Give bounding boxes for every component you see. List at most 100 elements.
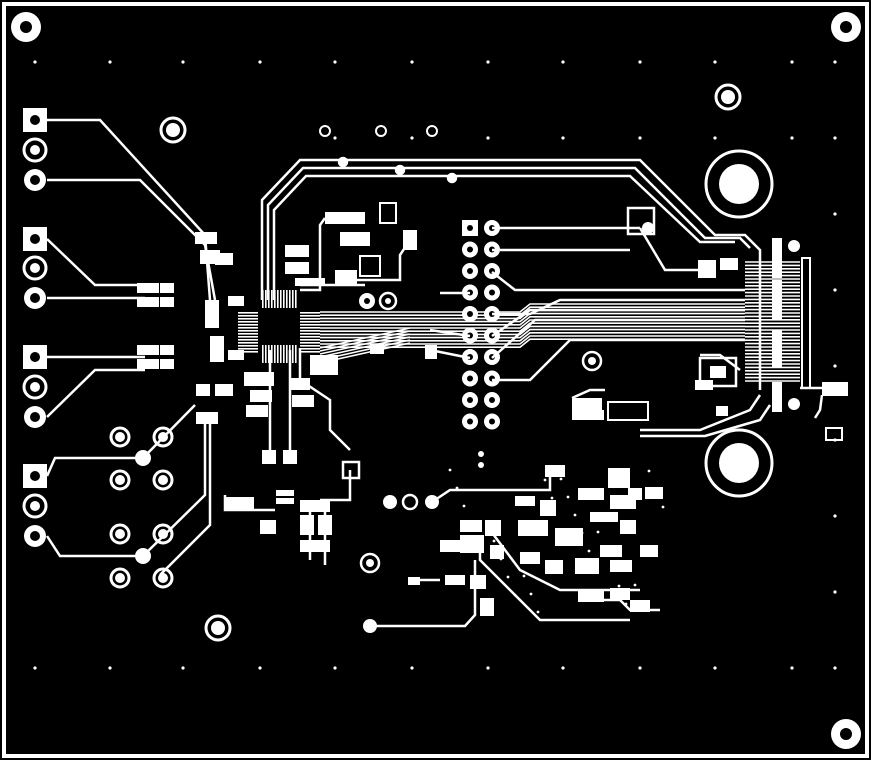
via-dot <box>486 666 490 670</box>
smd-pad <box>695 380 713 390</box>
smd-pad <box>518 520 548 536</box>
ic-pin <box>238 330 258 332</box>
top-traces <box>260 156 762 390</box>
smd-pad <box>640 545 658 557</box>
ic-pin <box>300 330 320 332</box>
smd-pad <box>610 588 630 600</box>
small-via <box>624 602 628 606</box>
smd-pad <box>620 520 636 534</box>
small-via <box>640 601 644 605</box>
via-dot <box>258 666 262 670</box>
via-dot <box>790 60 794 64</box>
ic-pin <box>265 290 267 308</box>
smd-pad <box>545 465 565 477</box>
small-via <box>448 468 452 472</box>
smd-pad <box>470 575 486 589</box>
small-via <box>573 513 577 517</box>
small-via <box>603 548 607 552</box>
ic-pin <box>238 336 258 338</box>
left-components <box>137 232 244 424</box>
smd-pad <box>590 410 604 420</box>
smd-pad <box>520 552 540 564</box>
header-pins <box>462 220 500 430</box>
smd-pad <box>610 560 632 572</box>
via-dot <box>410 666 414 670</box>
smd-pad <box>578 590 604 602</box>
small-via <box>587 549 591 553</box>
right-components <box>572 206 848 441</box>
smd-pad <box>540 500 556 516</box>
smd-pad <box>485 520 501 536</box>
smd-pad <box>600 545 622 557</box>
ic-pin <box>292 290 294 308</box>
ic-pin <box>238 318 258 320</box>
left-traces <box>45 118 217 576</box>
ic-pin <box>300 327 320 329</box>
ic-pin <box>238 312 258 314</box>
ic-pin <box>300 348 320 350</box>
small-via <box>469 522 473 526</box>
ic-pin <box>280 345 282 363</box>
via-dot <box>790 136 794 140</box>
via-dot <box>333 666 337 670</box>
ic-pin <box>300 315 320 317</box>
small-via <box>462 504 466 508</box>
small-via <box>633 583 637 587</box>
via-dot <box>486 136 490 140</box>
smd-pad <box>445 575 465 585</box>
ic-pin <box>238 321 258 323</box>
ic-pin <box>300 318 320 320</box>
small-via <box>610 566 614 570</box>
via-dot <box>833 514 837 518</box>
ic-pin <box>300 339 320 341</box>
ic-pin <box>238 348 258 350</box>
via-dot <box>33 60 37 64</box>
ic-pin <box>271 290 273 308</box>
via-dot <box>790 666 794 670</box>
via-dot <box>258 60 262 64</box>
small-via <box>596 530 600 534</box>
smd-pad <box>610 495 636 509</box>
ic-pin <box>283 345 285 363</box>
via-dot <box>638 60 642 64</box>
small-via <box>580 531 584 535</box>
smd-pad <box>490 545 504 559</box>
stitching-vias <box>33 60 837 670</box>
small-via <box>499 557 503 561</box>
bus-trace <box>319 336 411 358</box>
smd-pad <box>480 598 494 616</box>
ic-pin <box>289 290 291 308</box>
via-dot <box>833 590 837 594</box>
bus-trace <box>320 306 745 316</box>
smd-pad <box>630 600 650 612</box>
connector-pad-cluster <box>109 426 174 589</box>
ic-pin <box>300 312 320 314</box>
ic-left <box>238 290 320 363</box>
mounting-hole-bottom-left-ring <box>204 614 232 642</box>
via-dot <box>333 136 337 140</box>
via-dot <box>181 60 185 64</box>
ic-pin <box>271 345 273 363</box>
via-dot <box>833 136 837 140</box>
ic-pin <box>265 345 267 363</box>
via-dot <box>713 60 717 64</box>
small-via <box>550 496 554 500</box>
smd-pad <box>575 558 599 574</box>
ic-pin <box>238 315 258 317</box>
small-via <box>647 469 651 473</box>
via-dot <box>108 60 112 64</box>
ic-pin <box>238 333 258 335</box>
small-via <box>522 574 526 578</box>
top-vias <box>319 125 438 137</box>
via-dot <box>638 136 642 140</box>
smd-pad <box>440 540 460 552</box>
small-via <box>566 495 570 499</box>
via-dot <box>561 666 565 670</box>
small-via <box>492 539 496 543</box>
bus-trace <box>320 332 745 342</box>
ic-pin <box>300 345 320 347</box>
smd-pad <box>555 528 583 546</box>
via-dot <box>713 666 717 670</box>
